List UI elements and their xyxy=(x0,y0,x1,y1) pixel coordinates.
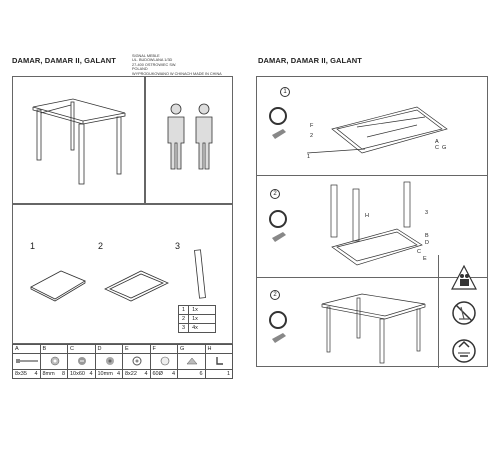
step1-callout: 2 xyxy=(310,133,314,139)
hardware-table: A B C D E F G H 8x35 4 8mm 8 xyxy=(12,344,233,379)
assembly-steps-panel: 1 2 2 F 2 1 A C xyxy=(256,76,488,368)
part-letter: B xyxy=(39,344,68,354)
manufacturer-address: SIGNAL MEBLE UL. BUDOWLANA 1/3D 27-400 O… xyxy=(132,54,222,76)
step-number: 2 xyxy=(270,290,280,300)
part-spec: 60Ø 4 xyxy=(149,369,178,379)
part-letter: G xyxy=(177,344,206,354)
component-number: 1 xyxy=(30,241,36,251)
recycle-icon xyxy=(452,339,476,363)
component-number: 2 xyxy=(98,241,104,251)
step2-drawing xyxy=(330,181,423,266)
qty-number: 1 xyxy=(177,305,190,315)
screw-icon xyxy=(67,353,96,370)
qty-number: 3 xyxy=(177,323,190,333)
table-row: A B C D E F G H xyxy=(12,344,233,354)
allen-key-icon xyxy=(204,353,233,370)
address-line: UL. BUDOWLANA 1/3D xyxy=(132,58,173,63)
wrench-rotate-icon xyxy=(269,107,287,139)
wrench-rotate-icon xyxy=(269,311,287,343)
components-drawing xyxy=(30,249,206,302)
step1-callout: F xyxy=(310,123,314,129)
right-page-title: DAMAR, DAMAR II, GALANT xyxy=(258,56,362,65)
cap-icon xyxy=(149,353,178,370)
part-spec: 6 xyxy=(177,369,206,379)
step-divider xyxy=(257,277,488,278)
part-letter: H xyxy=(204,344,233,354)
step2-callout: D xyxy=(425,240,429,246)
part-letter: F xyxy=(149,344,178,354)
component-number: 3 xyxy=(175,241,181,251)
address-line: SIGNAL MEBLE xyxy=(132,54,160,58)
step1-drawing xyxy=(306,106,448,154)
qty-value: 4x xyxy=(188,323,217,333)
step1-callout: A xyxy=(435,139,439,145)
address-line: WYPRODUKOWANO W CHINACH MADE IN CHINA xyxy=(132,71,222,76)
qty-number: 2 xyxy=(177,314,190,324)
bolt-icon xyxy=(12,353,41,370)
do-not-stand-icon xyxy=(452,301,476,325)
assembled-table-panel xyxy=(12,76,145,204)
nut-icon xyxy=(94,353,123,370)
step2-callout: C xyxy=(417,249,421,255)
finished-table-drawing xyxy=(321,293,426,364)
address-line: 27-400 OSTROWIEC SW. xyxy=(132,62,177,67)
two-person-lift-icon xyxy=(451,264,477,290)
step1-callout: G xyxy=(442,145,447,151)
step2-callout: 3 xyxy=(425,210,429,216)
step1-callout: C xyxy=(435,145,439,151)
step-number: 1 xyxy=(280,87,290,97)
warnings-divider xyxy=(438,255,439,368)
step-divider xyxy=(257,175,488,176)
part-letter: C xyxy=(67,344,96,354)
part-spec: 8mm 8 xyxy=(39,369,68,379)
wrench-rotate-icon xyxy=(269,210,287,242)
step2-callout: B xyxy=(425,233,429,239)
part-letter: A xyxy=(12,344,41,354)
step-number: 2 xyxy=(270,189,280,199)
step1-callout: 1 xyxy=(307,154,311,160)
bracket-icon xyxy=(177,353,206,370)
part-letter: D xyxy=(94,344,123,354)
qty-value: 1x xyxy=(188,305,217,315)
table-drawing xyxy=(32,98,126,185)
part-spec: 8x22 4 xyxy=(122,369,151,379)
table-row: 8x35 4 8mm 8 10x60 4 10mm 4 8x22 4 60Ø 4… xyxy=(12,369,233,379)
two-persons-icon xyxy=(167,103,213,170)
two-person-panel xyxy=(145,76,233,204)
left-page-title: DAMAR, DAMAR II, GALANT xyxy=(12,56,116,65)
part-spec: 10x60 4 xyxy=(67,369,96,379)
step2-callout: H xyxy=(365,213,369,219)
address-line: POLAND xyxy=(132,67,148,72)
part-spec: 8x35 4 xyxy=(12,369,41,379)
part-letter: E xyxy=(122,344,151,354)
part-spec: 1 xyxy=(204,369,233,379)
table-row xyxy=(12,353,233,370)
washer-icon xyxy=(39,353,68,370)
spring-washer-icon xyxy=(122,353,151,370)
step2-callout: E xyxy=(423,256,427,262)
qty-value: 1x xyxy=(188,314,217,324)
part-spec: 10mm 4 xyxy=(94,369,123,379)
